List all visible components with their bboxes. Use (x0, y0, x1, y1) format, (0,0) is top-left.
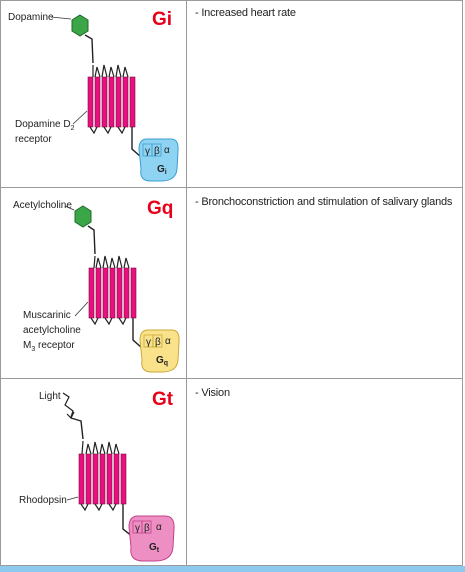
row-gi: Gi - Increased heart rate Dopamine (0, 0, 463, 188)
ligand-label: Acetylcholine (13, 200, 72, 211)
receptor-label-line2: acetylcholine (23, 325, 81, 336)
svg-text:β: β (155, 337, 161, 348)
svg-text:Gq: Gq (156, 355, 168, 367)
effect-text: - Vision (195, 387, 230, 399)
receptor-label: Rhodopsin (19, 495, 67, 506)
seven-helix-bundle (87, 64, 142, 158)
ligand-label: Dopamine (8, 12, 54, 23)
receptor-label: Muscarinic (23, 310, 71, 321)
receptor-diagram: Light Rhodopsin γ (19, 391, 175, 562)
svg-text:α: α (164, 145, 170, 156)
receptor-pointer (74, 301, 89, 317)
ligand-pointer (64, 205, 75, 211)
receptor-label-line3: M3 receptor (23, 340, 75, 353)
receptor-diagram: Dopamine Dopamine D2 receptor (8, 12, 179, 182)
n-terminus (87, 225, 96, 255)
column-divider (186, 188, 187, 378)
svg-text:γ: γ (146, 337, 151, 348)
acetylcholine-hexagon-icon (74, 205, 92, 228)
gprotein-label: Gq (147, 198, 174, 219)
gt-protein-icon: γ β α Gt (128, 515, 175, 562)
column-divider (186, 379, 187, 565)
effect-text: - Bronchoconstriction and stimulation of… (195, 196, 453, 208)
bottom-accent-bar (0, 566, 465, 572)
receptor-pointer (66, 496, 79, 501)
ligand-label: Light (39, 391, 61, 402)
receptor-label-line2: receptor (15, 134, 52, 145)
column-divider (186, 1, 187, 187)
svg-text:Gi: Gi (157, 164, 167, 176)
svg-text:β: β (144, 523, 150, 534)
row-gt: Gt - Vision Light Rhodopsin (0, 378, 463, 566)
svg-text:α: α (165, 336, 171, 347)
receptor-label: Dopamine D2 (15, 119, 75, 132)
gprotein-label: Gi (152, 9, 173, 30)
svg-text:γ: γ (145, 146, 150, 157)
gprotein-label: Gt (152, 389, 174, 410)
svg-text:Gt: Gt (149, 542, 160, 554)
n-terminus (84, 34, 94, 64)
n-terminus (70, 417, 84, 440)
effect-text: - Increased heart rate (195, 7, 296, 19)
svg-text:β: β (154, 146, 160, 157)
seven-helix-bundle (78, 440, 134, 538)
receptor-diagram: Acetylcholine Muscarinic acetylcholine M… (13, 200, 180, 373)
svg-text:α: α (156, 522, 162, 533)
dopamine-hexagon-icon (71, 14, 89, 37)
gi-protein-icon: γ β α Gi (138, 138, 179, 182)
receptor-pointer (72, 110, 88, 125)
gq-protein-icon: γ β α Gq (139, 329, 180, 373)
ligand-pointer (50, 16, 72, 20)
lightning-bolt-icon (62, 392, 74, 418)
row-gq: Gq - Bronchoconstriction and stimulation… (0, 187, 463, 379)
svg-text:γ: γ (135, 523, 140, 534)
seven-helix-bundle (88, 255, 143, 349)
